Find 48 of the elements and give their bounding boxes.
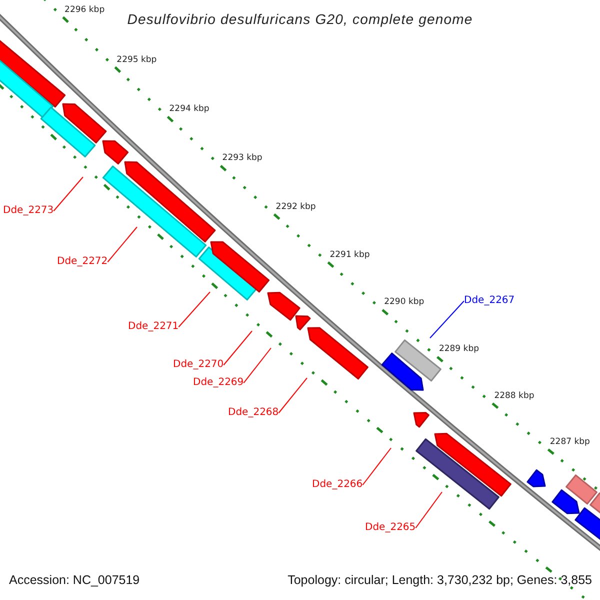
gene-feature [210,241,270,293]
gene-segment [394,339,442,382]
gene-feature [552,489,580,514]
leader-line [415,492,442,528]
position-label: 2294 kbp [169,104,210,114]
gene-segment [566,474,598,505]
gene-feature [381,352,424,391]
gene-label: Dde_2265 [365,522,416,534]
gene-label: Dde_2272 [57,256,108,268]
gene-feature [267,292,300,321]
position-label: 2287 kbp [550,436,590,447]
gene-label: Dde_2273 [3,205,54,217]
gene-segment [40,106,96,158]
gene-segment [102,166,207,258]
map-title: Desulfovibrio desulfuricans G20, complete genome [127,10,473,29]
leader-line [178,292,210,328]
gene-feature [307,327,368,380]
gene-label: Dde_2270 [173,359,224,371]
position-label: 2291 kbp [330,250,370,260]
position-label: 2292 kbp [276,202,316,212]
leader-line [53,176,84,212]
gene-label: Dde_2267 [464,295,515,307]
leader-line [362,448,392,486]
accession-text: Accession: NC_007519 [9,573,140,588]
leader-line [223,330,252,366]
gene-label: Dde_2271 [128,321,179,333]
position-label: 2288 kbp [494,390,534,401]
position-label: 2296 kbp [64,4,105,15]
leader-line [430,300,464,338]
gene-feature [124,161,216,242]
leader-line [107,226,138,262]
position-label: 2293 kbp [222,153,262,164]
leader-line [243,348,272,384]
gene-feature [295,315,311,330]
position-label: 2295 kbp [116,54,157,65]
gene-feature [526,469,546,488]
position-label: 2290 kbp [384,297,424,308]
gene-segment [416,438,500,510]
gene-feature [413,412,430,428]
leader-line [278,378,308,414]
genome-summary-text: Topology: circular; Length: 3,730,232 bp; Genes: 3,855 [288,573,592,588]
gene-label: Dde_2268 [228,407,279,419]
gene-feature [434,432,512,497]
gene-feature [62,103,107,144]
gene-label: Dde_2266 [312,479,363,491]
gene-label: Dde_2269 [193,377,244,389]
gene-feature [574,507,600,542]
position-label: 2289 kbp [438,344,479,354]
